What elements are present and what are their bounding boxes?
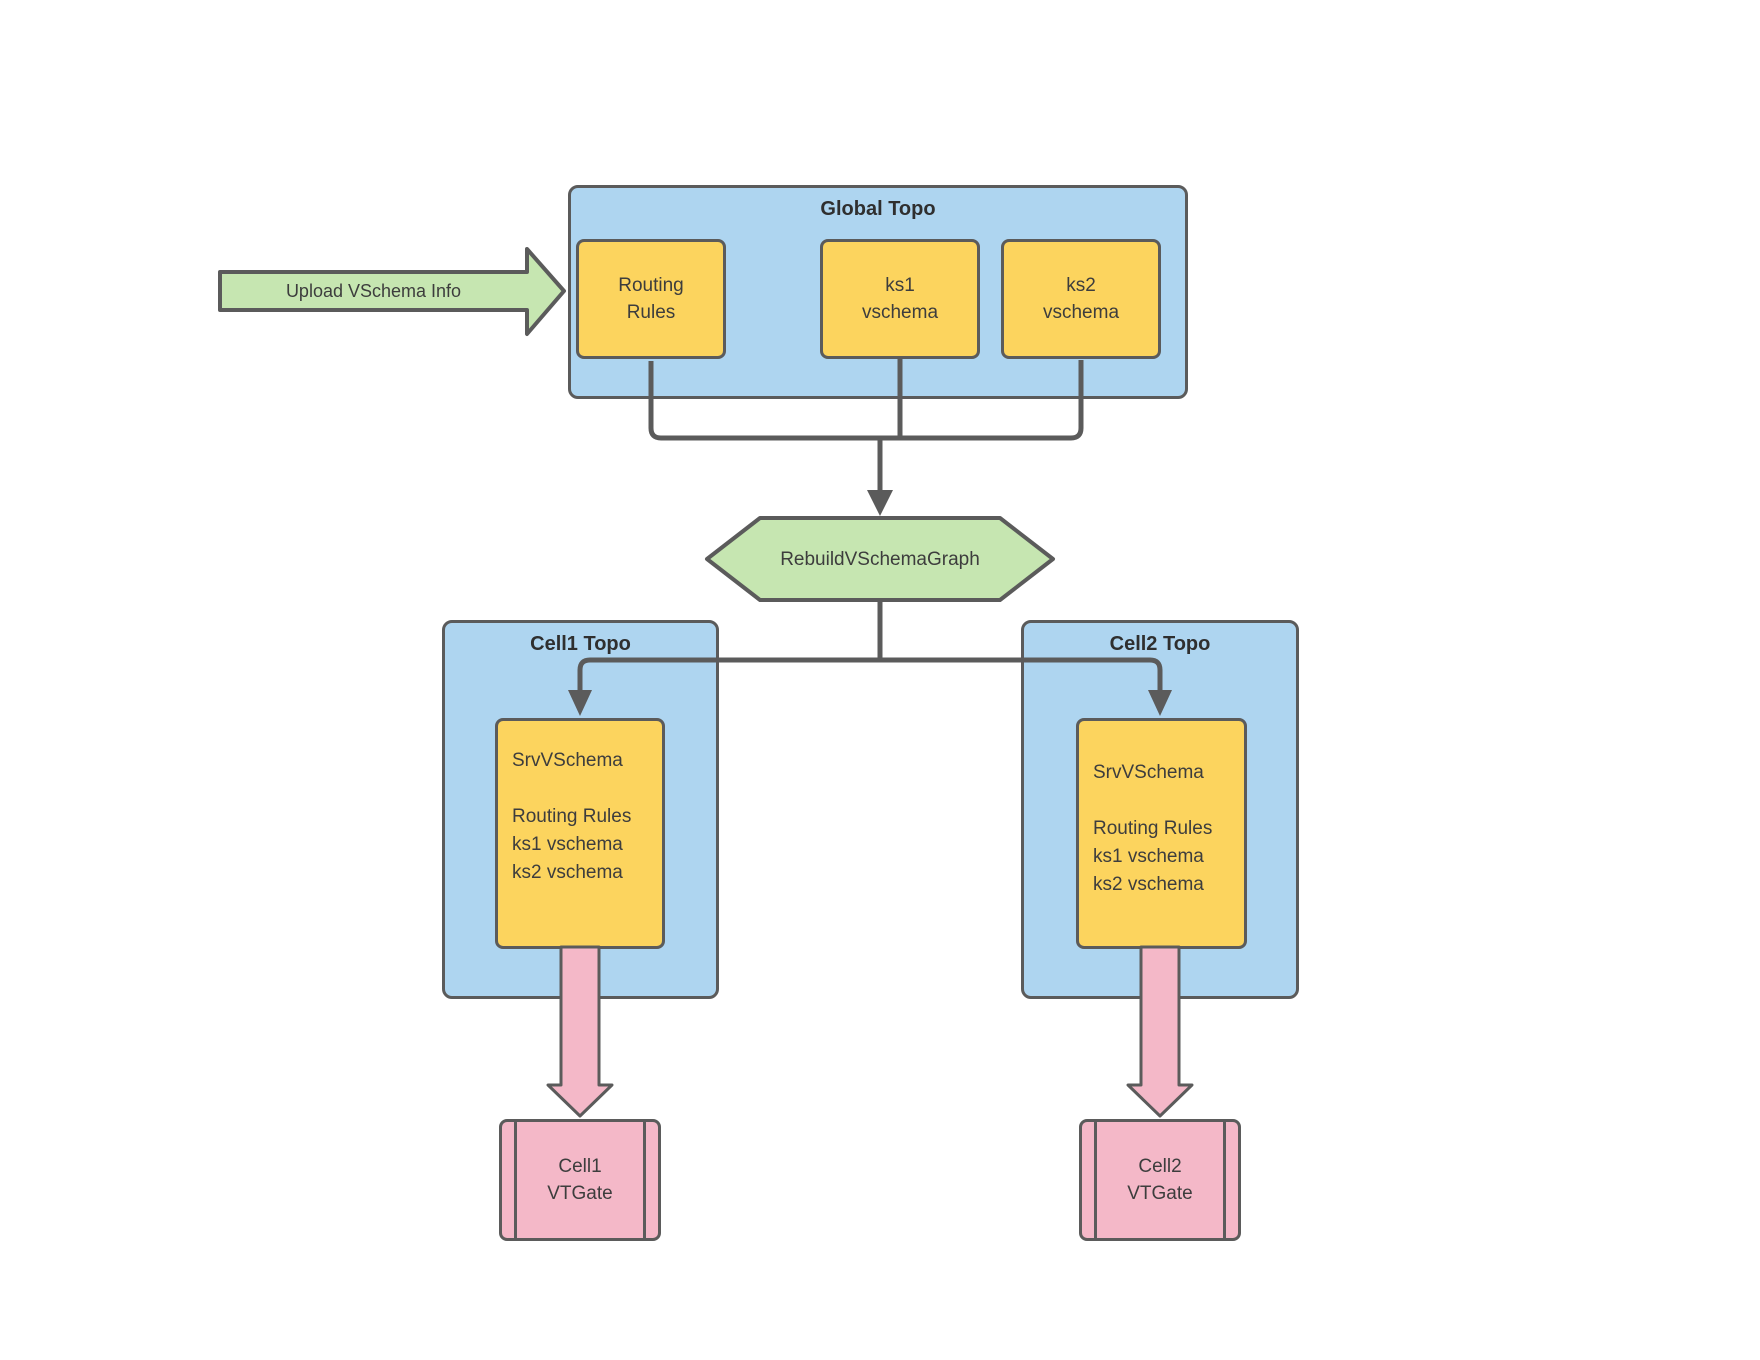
arrowhead-to-rebuild	[867, 490, 893, 516]
cell1-srv-line4: ks1 vschema	[512, 834, 623, 855]
cell1-vtgate-label: Cell1 VTGate	[502, 1122, 658, 1238]
cell1-srvvschema-text: SrvVSchema Routing Rules ks1 vschema ks2…	[498, 721, 662, 946]
cell2-srv-line2	[1093, 787, 1244, 815]
cell2-srv-line5: ks2 vschema	[1093, 874, 1204, 895]
cell1-vtgate-left-bar	[514, 1122, 517, 1238]
cell2-vtgate-node: Cell2 VTGate	[1079, 1119, 1241, 1241]
cell1-srv-line3: Routing Rules	[512, 806, 632, 827]
cell1-vtgate-right-bar	[643, 1122, 646, 1238]
cell2-vtgate-left-bar	[1094, 1122, 1097, 1238]
cell2-srv-line1: SrvVSchema	[1093, 762, 1204, 783]
cell2-srvvschema-node: SrvVSchema Routing Rules ks1 vschema ks2…	[1076, 718, 1247, 949]
cell1-srv-line5: ks2 vschema	[512, 862, 623, 883]
cell2-vtgate-label-line2: VTGate	[1127, 1183, 1193, 1204]
cell1-vtgate-label-line2: VTGate	[547, 1183, 613, 1204]
cell1-srvvschema-node: SrvVSchema Routing Rules ks1 vschema ks2…	[495, 718, 665, 949]
global-topo-title: Global Topo	[820, 198, 936, 220]
cell2-topo-title: Cell2 Topo	[1109, 633, 1211, 655]
routing-rules-label-line1: Routing	[618, 275, 684, 296]
ks1-vschema-label: ks1 vschema	[823, 242, 977, 356]
ks2-vschema-node: ks2 vschema	[1001, 239, 1161, 359]
ks1-label-line2: vschema	[861, 302, 939, 323]
cell2-vtgate-right-bar	[1223, 1122, 1226, 1238]
ks2-label-line1: ks2	[1066, 275, 1096, 296]
cell2-srv-line4: ks1 vschema	[1093, 846, 1204, 867]
upload-vschema-arrow-label: Upload VSchema Info	[285, 280, 462, 301]
ks1-vschema-node: ks1 vschema	[820, 239, 980, 359]
cell2-vtgate-label: Cell2 VTGate	[1082, 1122, 1238, 1238]
cell1-srv-line1: SrvVSchema	[512, 750, 623, 771]
cell1-topo-title: Cell1 Topo	[530, 633, 631, 655]
ks2-vschema-label: ks2 vschema	[1004, 242, 1158, 356]
routing-rules-node: Routing Rules	[576, 239, 726, 359]
rebuild-vschemagraph-label: RebuildVSchemaGraph	[780, 548, 980, 570]
cell2-srvvschema-text: SrvVSchema Routing Rules ks1 vschema ks2…	[1079, 721, 1244, 946]
cell1-vtgate-node: Cell1 VTGate	[499, 1119, 661, 1241]
ks1-label-line1: ks1	[885, 275, 915, 296]
cell1-vtgate-label-line1: Cell1	[558, 1156, 602, 1177]
routing-rules-label: Routing Rules	[579, 242, 723, 356]
cell2-srv-line3: Routing Rules	[1093, 818, 1213, 839]
cell2-vtgate-label-line1: Cell2	[1138, 1156, 1182, 1177]
ks2-label-line2: vschema	[1042, 302, 1120, 323]
routing-rules-label-line2: Rules	[626, 302, 676, 323]
cell1-srv-line2	[512, 775, 662, 803]
